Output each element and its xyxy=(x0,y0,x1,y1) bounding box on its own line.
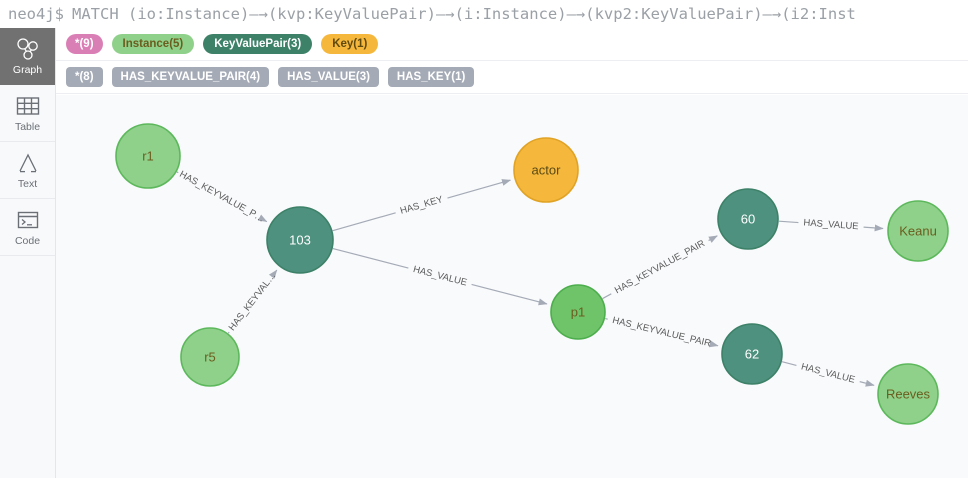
graph-canvas[interactable]: HAS_KEYVALUE_P… HAS_KEYVAL… HAS_KEY HAS_VAL… xyxy=(56,95,968,478)
sidebar-item-graph[interactable]: Graph xyxy=(0,28,55,85)
table-icon xyxy=(16,94,40,118)
graph-node[interactable]: r1 xyxy=(115,123,181,189)
legend-label-instance[interactable]: Instance(5) xyxy=(111,34,195,54)
query-bar: neo4j$ MATCH (io:Instance)—→(kvp:KeyValu… xyxy=(0,0,968,28)
edge-label: HAS_KEYVALUE_PAIR xyxy=(611,315,712,349)
legend-relationships-row: *(8) HAS_KEYVALUE_PAIR(4) HAS_VALUE(3) H… xyxy=(56,61,968,94)
query-prompt: neo4j$ xyxy=(8,5,64,23)
sidebar-item-code-label: Code xyxy=(14,234,41,247)
graph-node[interactable]: 103 xyxy=(266,206,334,274)
graph-svg[interactable]: HAS_KEYVALUE_P… HAS_KEYVAL… HAS_KEY HAS_VAL… xyxy=(56,95,968,478)
graph-node[interactable]: actor xyxy=(513,137,579,203)
sidebar-item-table-label: Table xyxy=(14,120,41,133)
sidebar-item-graph-label: Graph xyxy=(12,63,43,76)
edge-label: HAS_KEY xyxy=(399,194,445,217)
graph-edge[interactable]: HAS_VALUE xyxy=(778,217,884,232)
edge-label: HAS_KEYVAL… xyxy=(227,270,279,333)
graph-node[interactable]: 62 xyxy=(721,323,783,385)
legend-label-key[interactable]: Key(1) xyxy=(321,34,379,54)
sidebar-item-table[interactable]: Table xyxy=(0,85,55,142)
graph-node[interactable]: 60 xyxy=(717,188,779,250)
legend-rel-all[interactable]: *(8) xyxy=(66,67,103,87)
legend-rel-has-key[interactable]: HAS_KEY(1) xyxy=(387,67,475,87)
legend-panel: *(9) Instance(5) KeyValuePair(3) Key(1) … xyxy=(56,28,968,94)
edge-label: HAS_KEYVALUE_P… xyxy=(177,169,266,225)
legend-rel-has-value[interactable]: HAS_VALUE(3) xyxy=(278,67,379,87)
sidebar-item-text-label: Text xyxy=(17,177,38,190)
graph-edge[interactable]: HAS_VALUE xyxy=(781,361,875,387)
legend-rel-has-keyvalue-pair[interactable]: HAS_KEYVALUE_PAIR(4) xyxy=(111,67,270,87)
query-text: MATCH (io:Instance)—→(kvp:KeyValuePair)—… xyxy=(72,5,856,23)
graph-edge[interactable]: HAS_KEYVALUE_PAIR xyxy=(602,235,718,300)
legend-label-keyvaluepair[interactable]: KeyValuePair(3) xyxy=(203,34,313,54)
legend-labels-row: *(9) Instance(5) KeyValuePair(3) Key(1) xyxy=(56,28,968,61)
graph-node[interactable]: Keanu xyxy=(887,200,949,262)
graph-node[interactable]: Reeves xyxy=(877,363,939,425)
text-icon xyxy=(17,151,39,175)
graph-edge[interactable]: HAS_KEYVAL… xyxy=(227,269,279,334)
graph-node[interactable]: p1 xyxy=(550,284,606,340)
graph-edge[interactable]: HAS_VALUE xyxy=(332,247,548,306)
legend-label-all[interactable]: *(9) xyxy=(66,34,103,54)
edge-label: HAS_VALUE xyxy=(412,264,468,289)
sidebar-item-code[interactable]: Code xyxy=(0,199,55,256)
graph-edge[interactable]: HAS_KEYVALUE_P… xyxy=(176,169,268,225)
graph-edge[interactable]: HAS_KEYVALUE_PAIR xyxy=(605,315,719,349)
code-icon xyxy=(16,208,40,232)
view-mode-sidebar: Graph Table Text xyxy=(0,28,56,478)
graph-node[interactable]: r5 xyxy=(180,327,240,387)
graph-icon xyxy=(16,37,40,61)
edge-label: HAS_KEYVALUE_PAIR xyxy=(613,238,707,296)
graph-edge[interactable]: HAS_KEY xyxy=(332,179,511,232)
sidebar-item-text[interactable]: Text xyxy=(0,142,55,199)
edge-label: HAS_VALUE xyxy=(800,361,856,385)
edge-label: HAS_VALUE xyxy=(803,217,859,232)
